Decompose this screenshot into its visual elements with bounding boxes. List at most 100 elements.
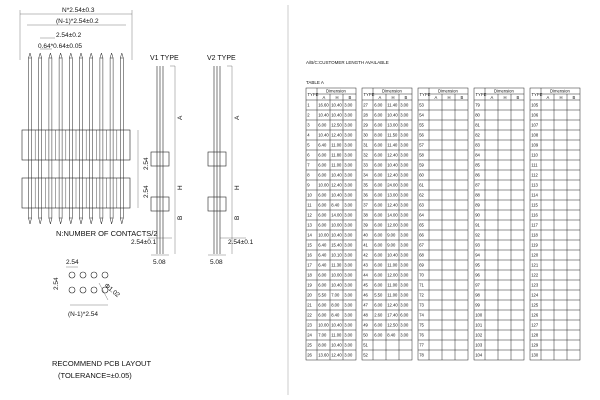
table-cell-type: 51 — [363, 343, 368, 348]
dim-pitch: 2.54±0.2 — [56, 32, 82, 39]
table-cell-type: 83 — [475, 143, 480, 148]
table-cell-type: 47 — [363, 303, 368, 308]
pcb-dim-side: 2.54 — [53, 277, 60, 290]
table-cell-type: 30 — [363, 133, 368, 138]
table-cell-value: 3.00 — [344, 113, 353, 118]
table-cell-value: 3.00 — [400, 113, 409, 118]
table-cell-type: 40 — [363, 233, 368, 238]
table-cell-value: 8.00 — [331, 303, 340, 308]
table-cell-value: 10.00 — [318, 323, 329, 328]
table-cell-value: 8.40 — [331, 313, 340, 318]
pin — [28, 57, 32, 219]
table-cell-value: 6.00 — [318, 283, 327, 288]
table-cell-value: 11.40 — [387, 103, 398, 108]
table-cell-value: 10.40 — [331, 103, 342, 108]
table-cell-value: 3.00 — [400, 283, 409, 288]
table-cell-value: 6.00 — [374, 243, 383, 248]
table-cell-type: 26 — [307, 353, 312, 358]
table-cell-value: 3.00 — [344, 253, 353, 258]
table-cell-value: 6.00 — [400, 313, 409, 318]
table-cell-value: 11.80 — [331, 153, 342, 158]
table-cell-value: 3.00 — [400, 263, 409, 268]
table-cell-type: 94 — [475, 253, 480, 258]
table-cell-value: 3.00 — [344, 133, 353, 138]
table-cell-value: 10.40 — [331, 233, 342, 238]
table-header-type: TYPE — [420, 92, 431, 97]
table-cell-type: 81 — [475, 123, 480, 128]
table-cell-value: 11.40 — [387, 143, 398, 148]
table-cell-type: 4 — [307, 133, 310, 138]
table-cell-value: 3.00 — [344, 273, 353, 278]
table-cell-value: 7.00 — [331, 293, 340, 298]
table-cell-value: 12.40 — [387, 153, 398, 158]
table-cell-type: 3 — [307, 123, 310, 128]
table-cell-type: 77 — [419, 343, 424, 348]
table-cell-type: 117 — [531, 223, 538, 228]
table-cell-type: 21 — [307, 303, 312, 308]
v1-label-b: B — [177, 216, 184, 220]
table-cell-type: 25 — [307, 343, 312, 348]
table-cell-type: 122 — [531, 273, 539, 278]
table-cell-value: 8.40 — [387, 333, 396, 338]
table-cell-value: 3.00 — [400, 293, 409, 298]
table-cell-value: 8.40 — [331, 203, 340, 208]
table-title: A/B/C:CUSTOMER LENGTH AVAILABLE — [306, 60, 389, 65]
table-cell-value: 6.00 — [318, 213, 327, 218]
dim-side-1: 2.54 — [143, 157, 150, 170]
table-cell-type: 49 — [363, 323, 368, 328]
table-header-dimension: Dimension — [382, 89, 402, 94]
table-cell-value: 12.40 — [387, 173, 398, 178]
table-cell-type: 95 — [475, 263, 480, 268]
table-cell-type: 123 — [531, 283, 539, 288]
table-cell-type: 27 — [363, 103, 368, 108]
table-cell-value: 3.00 — [344, 243, 353, 248]
pin — [48, 57, 53, 219]
table-header-type: TYPE — [476, 92, 487, 97]
table-cell-value: 6.00 — [374, 333, 383, 338]
table-header-type: TYPE — [532, 92, 543, 97]
table-header-dimension: Dimension — [550, 89, 570, 94]
table-cell-type: 50 — [363, 333, 368, 338]
table-cell-value: 6.00 — [374, 233, 383, 238]
pin — [79, 57, 83, 219]
table-cell-type: 63 — [419, 203, 424, 208]
table-subheader: A — [323, 95, 326, 100]
table-cell-type: 100 — [475, 313, 483, 318]
table-cell-type: 70 — [419, 273, 424, 278]
table-cell-value: 6.00 — [374, 323, 383, 328]
table-cell-value: 10.00 — [318, 233, 329, 238]
table-cell-value: 9.00 — [387, 233, 396, 238]
v1-dim-bottom: 2.54±0.1 — [131, 239, 157, 246]
table-subheader: H — [336, 95, 339, 100]
table-cell-type: 80 — [475, 113, 480, 118]
table-subheader: A — [547, 95, 550, 100]
table-cell-value: 3.00 — [400, 203, 409, 208]
table-cell-type: 126 — [531, 313, 539, 318]
table-cell-value: 3.00 — [400, 193, 409, 198]
table-cell-value: 10.00 — [318, 183, 329, 188]
table-cell-type: 28 — [363, 113, 368, 118]
pcb-layout: 2.54 2.54 (N-1)*2.54 Φ1.02 RECOMMEND PCB… — [52, 259, 151, 380]
table-cell-value: 12.00 — [387, 273, 398, 278]
table-cell-value: 3.00 — [344, 233, 353, 238]
table-cell-type: 48 — [363, 313, 368, 318]
table-cell-type: 84 — [475, 153, 480, 158]
pin — [89, 57, 93, 219]
table-cell-type: 10 — [307, 193, 312, 198]
table-cell-type: 128 — [531, 333, 539, 338]
table-cell-type: 61 — [419, 183, 424, 188]
table-cell-value: 12.50 — [331, 123, 342, 128]
table-cell-type: 75 — [419, 323, 424, 328]
table-cell-type: 112 — [531, 173, 538, 178]
table-cell-value: 3.00 — [400, 273, 409, 278]
table-cell-type: 46 — [363, 293, 368, 298]
table-cell-value: 6.00 — [318, 203, 327, 208]
table-cell-type: 78 — [419, 353, 424, 358]
table-cell-type: 56 — [419, 133, 424, 138]
table-cell-value: 13.60 — [318, 353, 329, 358]
table-cell-type: 118 — [531, 233, 538, 238]
table-cell-value: 3.00 — [344, 283, 353, 288]
